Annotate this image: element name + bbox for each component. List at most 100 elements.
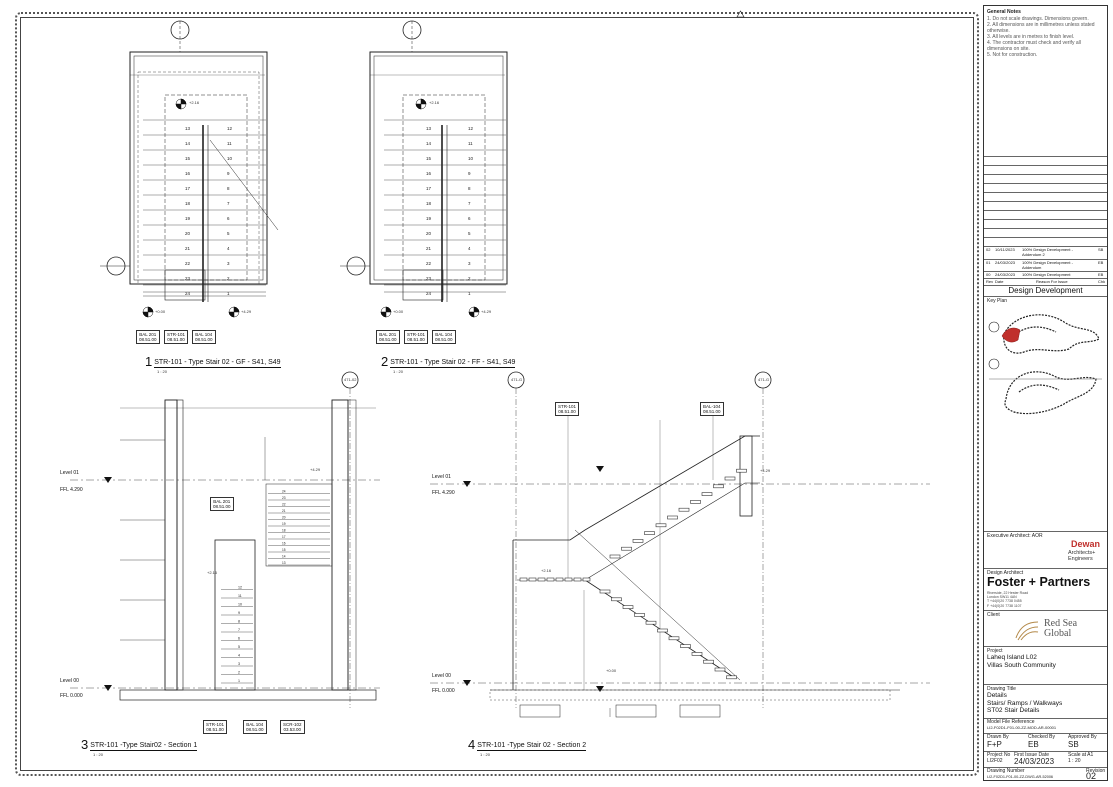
step-number: 6 <box>238 637 240 641</box>
drawn-by-label: Drawn By <box>987 734 1009 740</box>
step-number: 19 <box>426 216 432 221</box>
client-label: Client <box>987 612 1000 618</box>
sheet-frame <box>20 17 974 771</box>
s2-upper-tread <box>690 500 701 504</box>
s2-upper-tread <box>644 531 655 535</box>
step-number: 13 <box>282 561 286 565</box>
s2-upper-tread <box>713 484 724 489</box>
s2-level01: Level 01 <box>432 474 451 480</box>
s2-upper-tread <box>655 523 667 528</box>
s2-landing-slat <box>573 577 582 582</box>
approved-by: SB <box>1068 740 1079 749</box>
client-name: Red Sea Global <box>1044 618 1078 639</box>
step-number: 20 <box>282 516 286 520</box>
s2-upper-tread <box>632 539 644 543</box>
s1-ffl-bot: FFL 0.000 <box>60 693 83 699</box>
step-number: 3 <box>468 261 471 266</box>
step-number: 9 <box>227 171 230 176</box>
step-number: 22 <box>426 261 432 266</box>
s2-lower-tread <box>657 628 668 633</box>
s2-lower-tread <box>714 667 726 672</box>
step-number: 2 <box>468 276 471 281</box>
step-number: 17 <box>282 535 286 539</box>
s2-lower-tread <box>599 589 611 594</box>
step-number: 21 <box>185 246 191 251</box>
s2-upper-tread <box>667 515 678 520</box>
dewan-logo: Dewan <box>1071 539 1101 549</box>
key-plan-map <box>988 314 1102 415</box>
general-notes-heading: General Notes <box>987 9 1021 15</box>
model-ref-label: Model File Reference <box>987 719 1035 725</box>
s2-lower-tread <box>726 675 737 680</box>
grid-bubble-c: 471-G <box>758 377 770 382</box>
title-block: General Notes 1. Do not scale drawings. … <box>983 5 1108 781</box>
step-number: 6 <box>468 216 471 221</box>
grid-bubble-a: 471-02 <box>344 377 357 382</box>
step-number: 10 <box>238 603 242 607</box>
revision: 02 <box>1086 771 1097 781</box>
step-number: 15 <box>282 548 286 552</box>
s2-landing-slat <box>555 577 564 582</box>
s2-landing-slat <box>546 577 555 582</box>
step-number: 8 <box>227 186 230 191</box>
step-number: 23 <box>282 496 286 500</box>
s2-upper-tread <box>609 554 621 559</box>
s2-upper-tread <box>724 476 736 481</box>
s2-ffl-top: FFL 4.290 <box>432 490 455 496</box>
foster-logo: Foster + Partners <box>987 575 1091 589</box>
grid-bubble-b: 471-G <box>511 377 523 382</box>
s2-lower-tread <box>680 644 691 648</box>
scale-label: Scale at A1 <box>1068 752 1094 758</box>
step-number: 2 <box>227 276 230 281</box>
project-name: Laheq Island L02 Villas South Community <box>987 654 1056 669</box>
key-plan-label: Key Plan <box>987 298 1008 304</box>
s2-upper-tread <box>736 468 747 473</box>
dewan-sub: Architects+ Engineers <box>1068 550 1096 562</box>
s2-landing-slat <box>528 577 537 582</box>
step-number: 4 <box>238 654 240 658</box>
design-architect-label: Design Architect <box>987 570 1024 576</box>
step-number: 3 <box>227 261 230 266</box>
step-number: 1 <box>238 679 240 683</box>
approved-by-label: Approved By <box>1068 734 1097 740</box>
step-number: 17 <box>426 186 432 191</box>
step-number: 7 <box>468 201 471 206</box>
step-number: 10 <box>227 156 233 161</box>
step-number: 11 <box>227 141 232 146</box>
step-number: 5 <box>238 645 240 649</box>
step-number: 3 <box>238 662 240 666</box>
s2-plus000: +0.00 <box>606 668 617 673</box>
step-number: 11 <box>468 141 473 146</box>
step-number: 16 <box>282 542 286 546</box>
model-ref: LI2-F02D1-F01-00-ZZ-MOD-AR-00001 <box>987 725 1057 730</box>
s2-lower-tread <box>645 620 657 625</box>
s2-upper-tread <box>621 546 632 551</box>
drawing-no-label: Drawing Number <box>987 768 1025 774</box>
s2-upper-tread <box>701 492 713 496</box>
drawing-title: Details Stairs/ Ramps / Walkways ST02 St… <box>987 692 1063 714</box>
project-no-label: Project No <box>987 752 1011 758</box>
step-number: 18 <box>426 201 432 206</box>
step-number: 17 <box>185 186 191 191</box>
step-number: 12 <box>238 586 242 590</box>
drawing-no: LI2-F02D1-F01-00-ZZ-DWG-AR-52006 <box>987 775 1054 779</box>
step-number: 7 <box>227 201 230 206</box>
plan2-level-bottom: +0.00 <box>393 309 404 314</box>
step-number: 22 <box>282 503 286 507</box>
step-number: 22 <box>185 261 191 266</box>
drawing-title-label: Drawing Title <box>987 686 1016 692</box>
s2-lower-tread <box>668 636 680 641</box>
step-number: 16 <box>185 171 191 176</box>
s2-landing-slat <box>537 577 546 582</box>
step-number: 1 <box>468 291 471 296</box>
step-number: 12 <box>227 126 233 131</box>
s1-level01: Level 01 <box>60 470 79 476</box>
